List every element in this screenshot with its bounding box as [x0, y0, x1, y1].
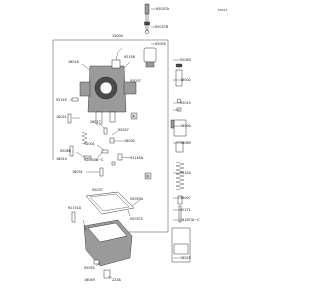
part-label: 16030	[124, 139, 135, 143]
assembly-frame	[53, 39, 169, 233]
tag-letter-a: A	[132, 115, 135, 119]
part-label: 92145A	[130, 156, 144, 160]
carburetor-body	[79, 47, 137, 125]
part-label: 92144	[180, 171, 191, 175]
part-label: 16069	[180, 141, 191, 145]
part-label: 16021	[56, 115, 67, 119]
part-label: 92001	[84, 142, 95, 146]
part-label: 223A	[112, 278, 121, 282]
part-label: 92037C	[130, 217, 144, 221]
throttle-valve-stack	[170, 63, 191, 263]
leader-lines	[70, 8, 180, 279]
part-label: 16049	[84, 278, 95, 282]
part-label: 16017	[90, 120, 101, 124]
part-label: 92151A	[68, 206, 82, 210]
part-label: 16007	[180, 196, 191, 200]
part-label: 16016	[68, 60, 79, 64]
drain-screw	[71, 211, 76, 223]
tag-letter-b: B	[146, 175, 149, 179]
part-label: 92057	[118, 128, 129, 132]
center-jets	[99, 127, 123, 177]
part-label: 92063	[180, 58, 191, 62]
float-bowl-gasket	[85, 191, 135, 215]
float-bowl	[83, 219, 133, 279]
part-label: 92145	[56, 98, 67, 102]
part-label: 92037B	[155, 25, 169, 29]
part-label: 92158	[124, 55, 135, 59]
part-label: 92055	[155, 42, 166, 46]
part-label: 92171	[180, 208, 191, 212]
tag-box-b	[144, 172, 152, 180]
part-label: 16002	[180, 78, 191, 82]
part-label: 16014	[56, 157, 67, 161]
diagram-code: E0011	[218, 8, 228, 12]
top-cap	[143, 47, 157, 68]
part-label: 92037A	[156, 7, 170, 11]
part-label: 92066	[60, 149, 71, 153]
part-label: 16187/A~C	[180, 218, 200, 222]
part-labels: 92037A 92037B 92055 92063 16016 92158 16…	[56, 7, 200, 282]
carburetor-exploded-diagram: E0011 15004	[52, 3, 228, 282]
main-part-label: 15004	[112, 34, 123, 38]
part-label: 92037	[92, 188, 103, 192]
vent-hose	[145, 117, 161, 170]
part-label: 92015	[180, 101, 191, 105]
cable-adjuster	[144, 3, 150, 34]
tag-box-a	[130, 112, 138, 120]
part-label: 92063/A~C	[84, 158, 104, 162]
left-side-parts	[67, 97, 92, 159]
part-label: 16004	[180, 124, 191, 128]
part-label: 92037	[130, 79, 141, 83]
part-label: 92055A	[130, 197, 144, 201]
part-label: 92055	[84, 266, 95, 270]
part-label: 16025	[180, 256, 191, 260]
part-label: 16031	[72, 170, 83, 174]
